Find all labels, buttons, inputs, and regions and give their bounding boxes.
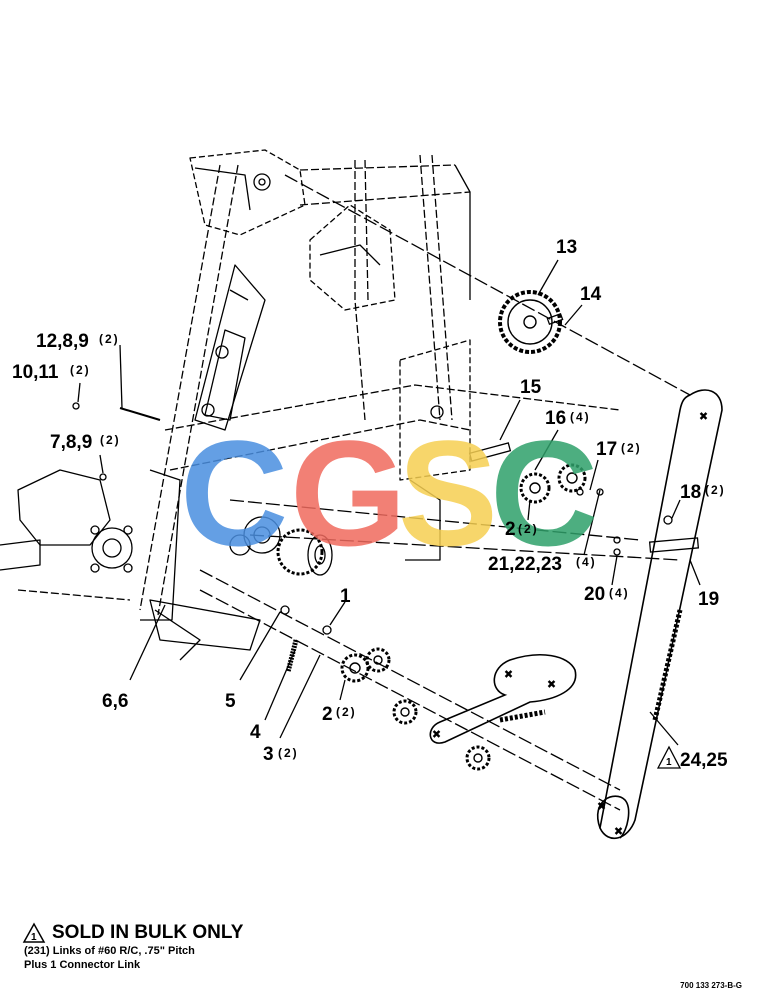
svg-text:×: × [598, 799, 605, 813]
callout-2-upper-qty: (2) [518, 522, 539, 536]
watermark-letter-4: C [490, 409, 598, 577]
watermark: C G S C [180, 409, 598, 577]
callout-17-qty: (2) [621, 441, 642, 455]
svg-text:×: × [548, 677, 555, 691]
callout-7-8-9: 7,8,9 [50, 432, 92, 453]
svg-text:×: × [505, 667, 512, 681]
callout-12-8-9: 12,8,9 [36, 331, 89, 352]
sold-in-bulk-label: SOLD IN BULK ONLY [52, 922, 244, 943]
sold-in-bulk-heading: 1 SOLD IN BULK ONLY [22, 922, 442, 944]
callout-13: 13 [556, 237, 577, 258]
watermark-letter-1: C [180, 409, 288, 577]
callout-15: 15 [520, 377, 542, 398]
callout-14: 14 [580, 284, 602, 305]
callout-1: 1 [340, 586, 351, 607]
callout-21-22-23: 21,22,23 [488, 554, 562, 575]
callout-20-qty: (4) [609, 586, 630, 600]
callout-3: 3 [263, 744, 274, 765]
watermark-letter-3: S [398, 409, 498, 577]
bulk-flag-number: 1 [666, 757, 672, 768]
callout-12-qty: (2) [99, 332, 120, 346]
leader-lines [77, 259, 701, 746]
bulk-note: 1 SOLD IN BULK ONLY (231) Links of #60 R… [22, 922, 442, 972]
callout-5: 5 [225, 691, 236, 712]
frame-lineart [0, 149, 691, 811]
watermark-letter-2: G [290, 409, 407, 577]
svg-text:×: × [433, 727, 440, 741]
callout-2-upper: 2 [505, 519, 516, 540]
callout-4: 4 [250, 722, 261, 743]
svg-text:×: × [615, 824, 622, 838]
callout-24-25: 24,25 [680, 750, 728, 771]
callout-19: 19 [698, 589, 719, 610]
callout-16-qty: (4) [570, 410, 591, 424]
callout-20: 20 [584, 584, 605, 605]
callout-2-lower-qty: (2) [336, 705, 357, 719]
callout-3-qty: (2) [278, 746, 299, 760]
sprockets [276, 290, 587, 771]
svg-text:×: × [700, 409, 707, 423]
callout-16: 16 [545, 408, 566, 429]
callout-labels: 13 14 12,8,9 (2) 10,11 (2) 7,8,9 (2) 15 … [12, 237, 728, 771]
bulk-flag-icon: 1 [656, 745, 682, 769]
callout-10-qty: (2) [70, 363, 91, 377]
warning-flag-icon: 1 [22, 922, 46, 943]
callout-18: 18 [680, 482, 701, 503]
callout-21-qty: (4) [576, 555, 597, 569]
bulk-note-line-2: Plus 1 Connector Link [24, 959, 141, 971]
callout-6-6: 6,6 [102, 691, 128, 712]
drawing-number: 700 133 273-B-G [680, 981, 742, 990]
callout-17: 17 [596, 439, 617, 460]
callout-2-lower: 2 [322, 704, 333, 725]
bulk-note-line-1: (231) Links of #60 R/C, .75" Pitch [24, 945, 195, 957]
callout-7-qty: (2) [100, 433, 121, 447]
callout-18-qty: (2) [705, 483, 726, 497]
warning-flag-number: 1 [31, 932, 37, 943]
chains: × × × × × × [429, 389, 723, 840]
callout-10-11: 10,11 [12, 362, 59, 383]
